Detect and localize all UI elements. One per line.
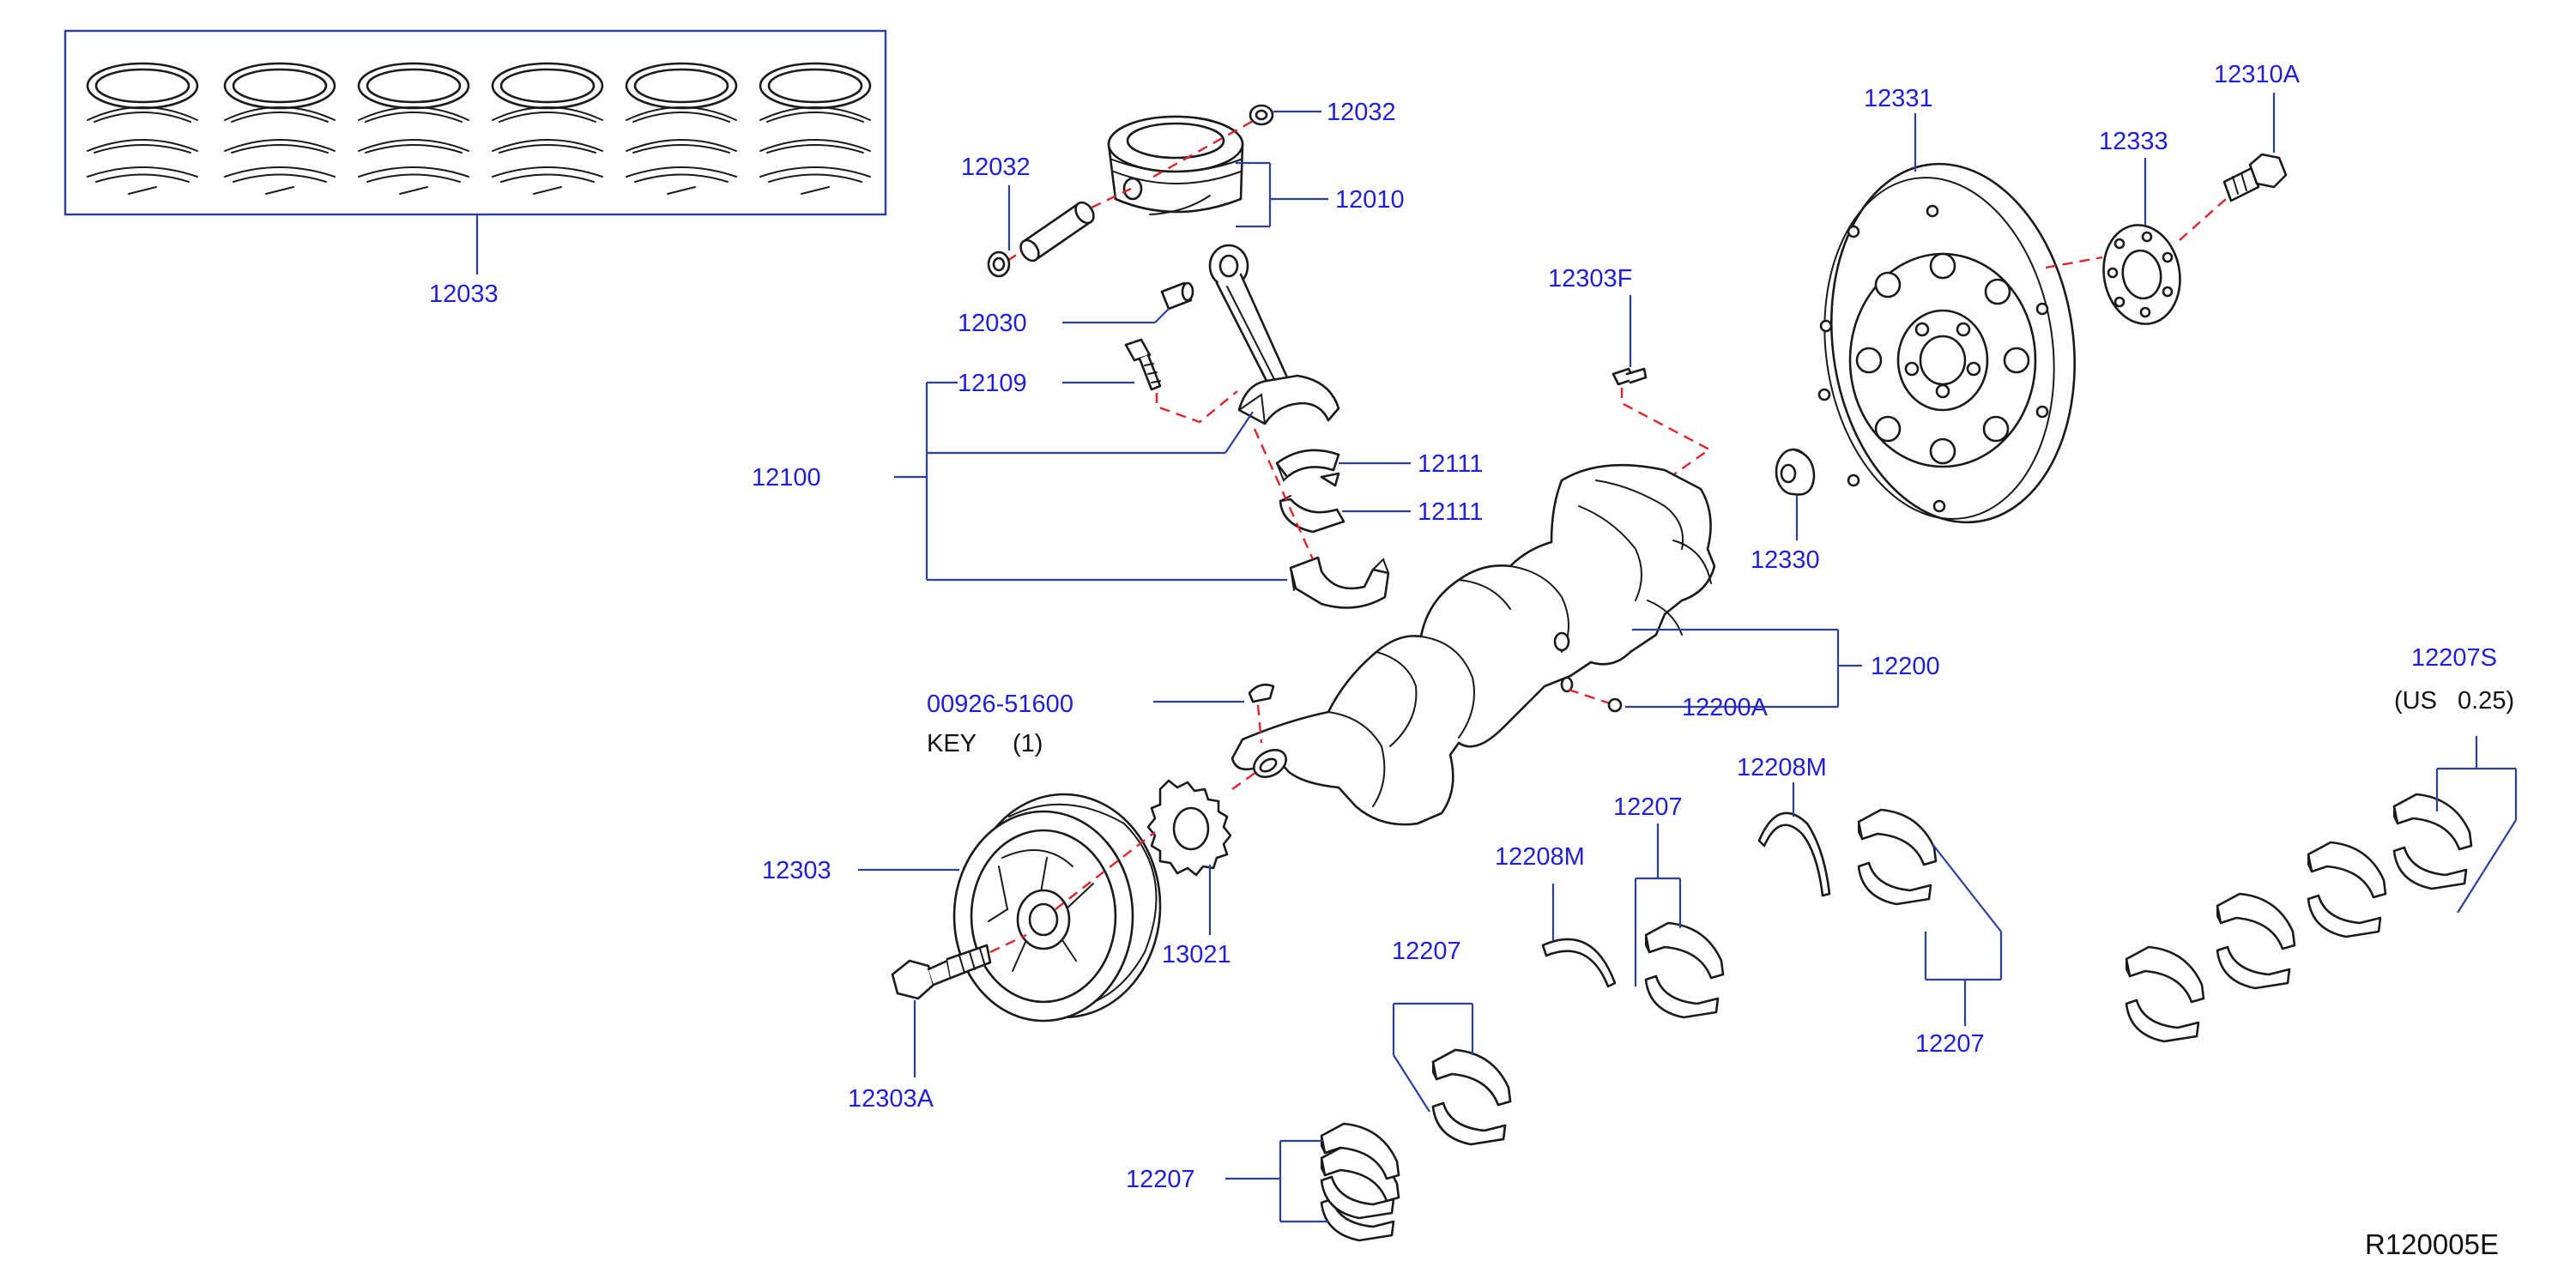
label-12200A: 12200A: [1682, 694, 1769, 721]
label-12207-a: 12207: [1126, 1166, 1195, 1193]
woodruff-key: [1248, 683, 1275, 703]
label-key-qty: (1): [1013, 730, 1043, 757]
label-undersize-value: 0.25): [2458, 687, 2514, 715]
label-13021: 13021: [1162, 941, 1231, 968]
label-12111-upper: 12111: [1418, 450, 1483, 478]
figure-reference-code: R120005E: [2365, 1228, 2499, 1260]
main-bearing-set-c: 12207: [1613, 793, 1725, 1019]
undersize-bearing-set: 12207S (US 0.25): [2125, 644, 2518, 1043]
rod-bearing-lower: [1279, 495, 1345, 534]
label-key-name: KEY: [927, 730, 977, 757]
label-undersize-prefix: (US: [2394, 687, 2437, 715]
flywheel-bolt: 12310A: [2214, 61, 2301, 202]
ring-set-4: [491, 62, 604, 196]
thrust-washer-right: 12208M: [1737, 754, 1831, 897]
label-00926-51600: 00926-51600: [927, 691, 1073, 718]
label-12010: 12010: [1335, 186, 1405, 214]
pulley-bolt: 12303A: [848, 944, 992, 1113]
label-12208M-left: 12208M: [1495, 843, 1585, 871]
main-bearing-set-b: 12207: [1392, 938, 1512, 1146]
label-12330: 12330: [1751, 546, 1820, 574]
main-bearing-set-d: 12207: [1857, 808, 2003, 1058]
label-12303: 12303: [762, 857, 831, 884]
label-12032-left: 12032: [961, 154, 1031, 181]
crank-plug: [1607, 697, 1623, 713]
connecting-rod: [1208, 244, 1340, 425]
reinforce-plate: 12333: [2099, 128, 2181, 325]
crank-sprocket: 13021: [1146, 779, 1232, 968]
rod-bolt: [1124, 338, 1162, 391]
ring-set-6: [759, 62, 872, 196]
label-12032-top: 12032: [1327, 99, 1396, 126]
label-12207-c: 12207: [1613, 793, 1683, 821]
thrust-washer-left: 12208M: [1495, 843, 1617, 988]
label-12200: 12200: [1871, 653, 1940, 680]
label-12310A: 12310A: [2214, 61, 2301, 88]
label-12331: 12331: [1864, 85, 1933, 112]
ring-set-1: [86, 62, 199, 196]
label-12033: 12033: [429, 281, 499, 308]
woodruff-key-group: 00926-51600 KEY (1): [927, 683, 1275, 757]
piston: [1107, 115, 1244, 215]
main-bearing-set-a: 12207: [1126, 1122, 1400, 1242]
label-12111-lower: 12111: [1418, 498, 1483, 526]
label-12100: 12100: [752, 464, 821, 492]
piston-group: 12032 12010 12032: [961, 99, 1405, 278]
pilot-bushing: 12330: [1751, 448, 1820, 574]
label-12303A: 12303A: [848, 1085, 934, 1113]
label-12030: 12030: [958, 310, 1027, 337]
label-12208M-right: 12208M: [1737, 754, 1827, 781]
ring-set-3: [357, 62, 470, 196]
sensor-bolt-group: 12303F: [1548, 265, 1712, 483]
ring-set-5: [625, 62, 738, 196]
crankshaft: 12200 12200A: [1231, 463, 1940, 826]
ring-set-frame: [63, 29, 887, 216]
label-12207-b: 12207: [1392, 938, 1461, 965]
label-12333: 12333: [2099, 128, 2168, 155]
label-12109: 12109: [958, 370, 1027, 397]
connecting-rod-group: 12030 12109 12111: [752, 244, 1483, 609]
rod-bearing-upper: [1275, 449, 1340, 487]
label-12303F: 12303F: [1548, 265, 1632, 293]
crank-pulley: 12303: [762, 793, 1162, 1023]
rod-cap: [1289, 556, 1390, 609]
label-12207S: 12207S: [2411, 644, 2497, 672]
ring-set-2: [223, 62, 336, 196]
label-12207-d: 12207: [1915, 1030, 1985, 1058]
flywheel: 12331: [1817, 85, 2076, 524]
piston-pin: [1019, 201, 1095, 262]
piston-ring-set: 12033: [63, 29, 887, 308]
pin-bushing: [1160, 281, 1194, 311]
